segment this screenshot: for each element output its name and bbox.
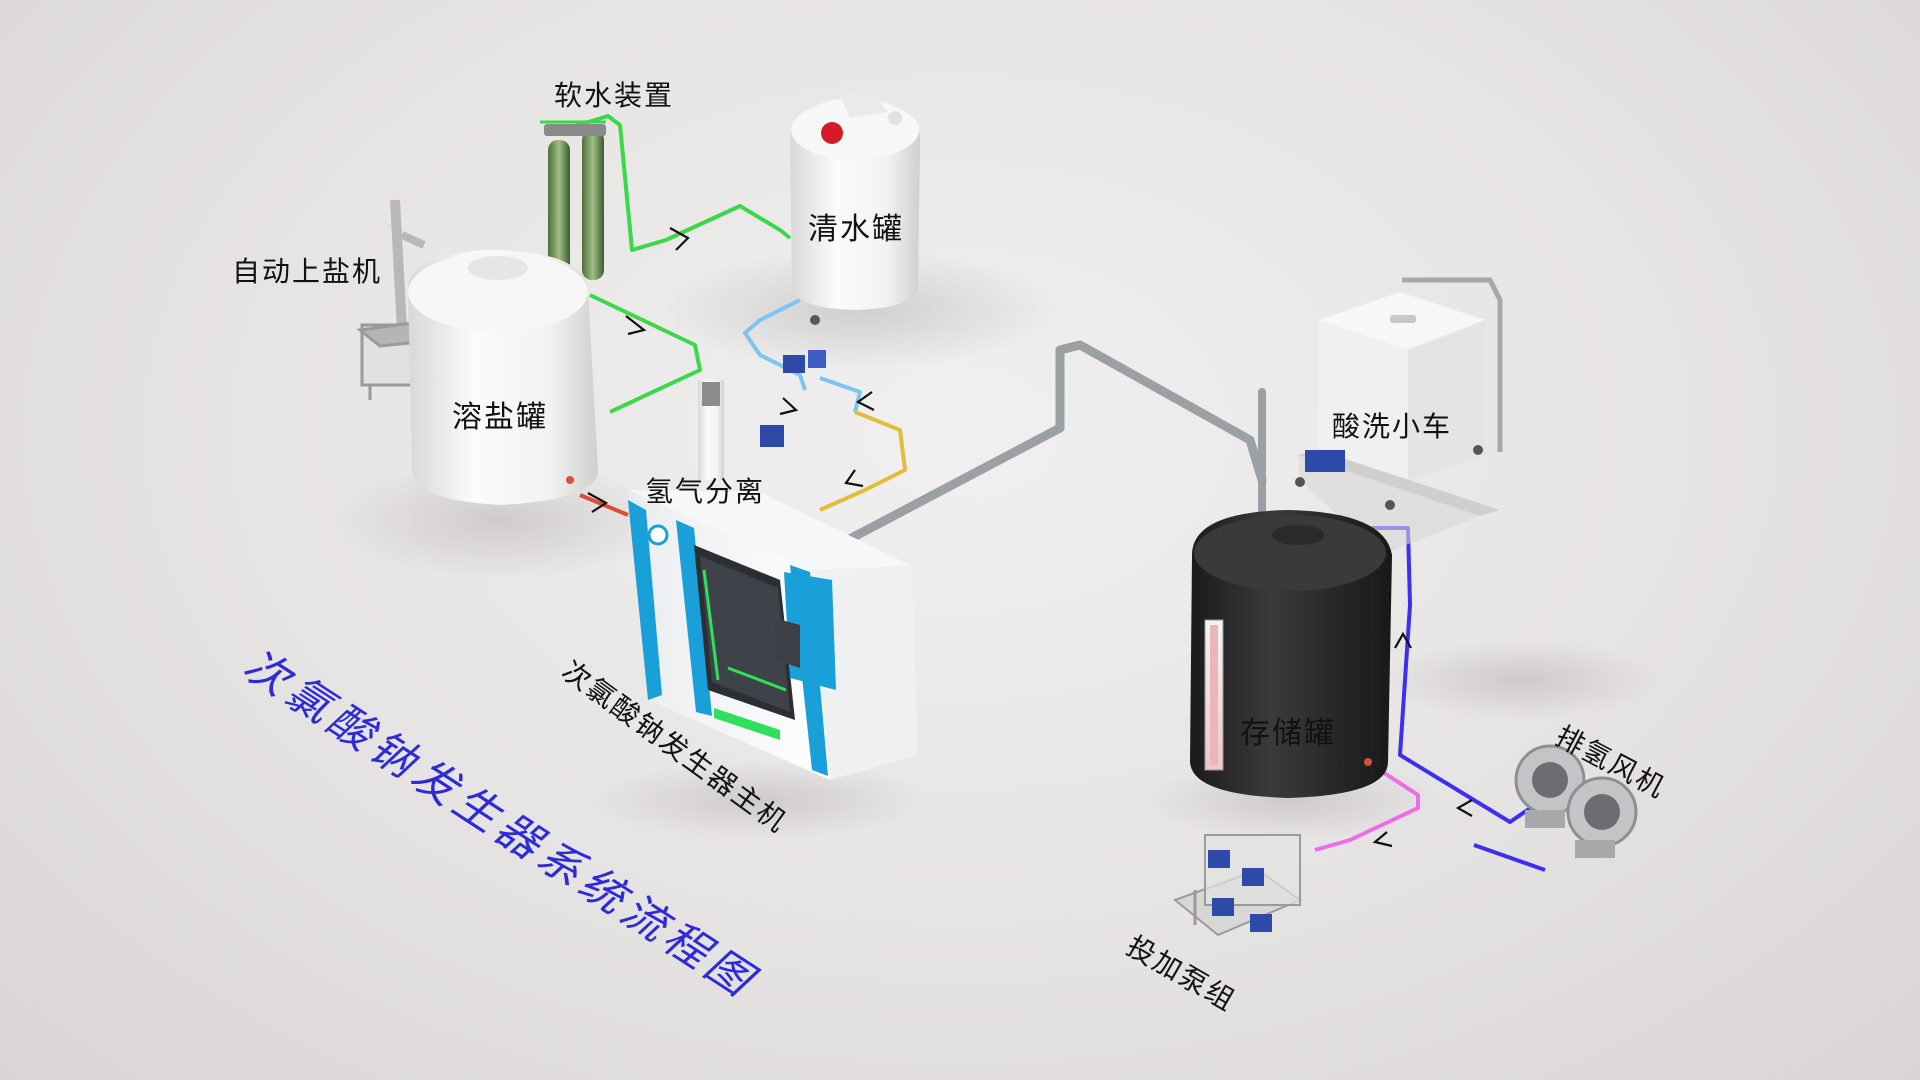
pipe-dosing bbox=[1314, 763, 1420, 852]
hydrogen-separator bbox=[698, 380, 724, 480]
pipe-soft-water bbox=[561, 114, 792, 414]
generator-main-unit bbox=[628, 490, 918, 780]
clear-water-tank bbox=[790, 92, 920, 310]
brine-tank bbox=[408, 250, 598, 505]
hydrogen-blowers bbox=[1514, 744, 1638, 858]
label-softener: 软水装置 bbox=[554, 79, 675, 112]
label-storage-tank: 存储罐 bbox=[1240, 716, 1336, 751]
storage-tank bbox=[1190, 510, 1392, 798]
softener-unit bbox=[540, 120, 606, 280]
dosing-pump-set bbox=[1172, 834, 1303, 937]
label-auto-salt-feeder: 自动上盐机 bbox=[232, 255, 383, 288]
valve-cluster bbox=[760, 315, 826, 447]
acid-wash-cart bbox=[1295, 292, 1500, 555]
label-acid-wash-cart: 酸洗小车 bbox=[1332, 410, 1453, 443]
floor-shadows bbox=[330, 250, 1660, 840]
pipe-acid-cart bbox=[1402, 277, 1503, 452]
pipe-brine bbox=[819, 410, 907, 512]
flow-arrows bbox=[587, 227, 1473, 848]
label-clear-water-tank: 清水罐 bbox=[808, 212, 904, 247]
label-hydrogen-separation: 氢气分离 bbox=[645, 475, 766, 508]
pipe-hydrogen bbox=[805, 340, 1267, 565]
pipe-clear-water bbox=[743, 298, 862, 413]
label-brine-tank: 溶盐罐 bbox=[452, 400, 548, 435]
